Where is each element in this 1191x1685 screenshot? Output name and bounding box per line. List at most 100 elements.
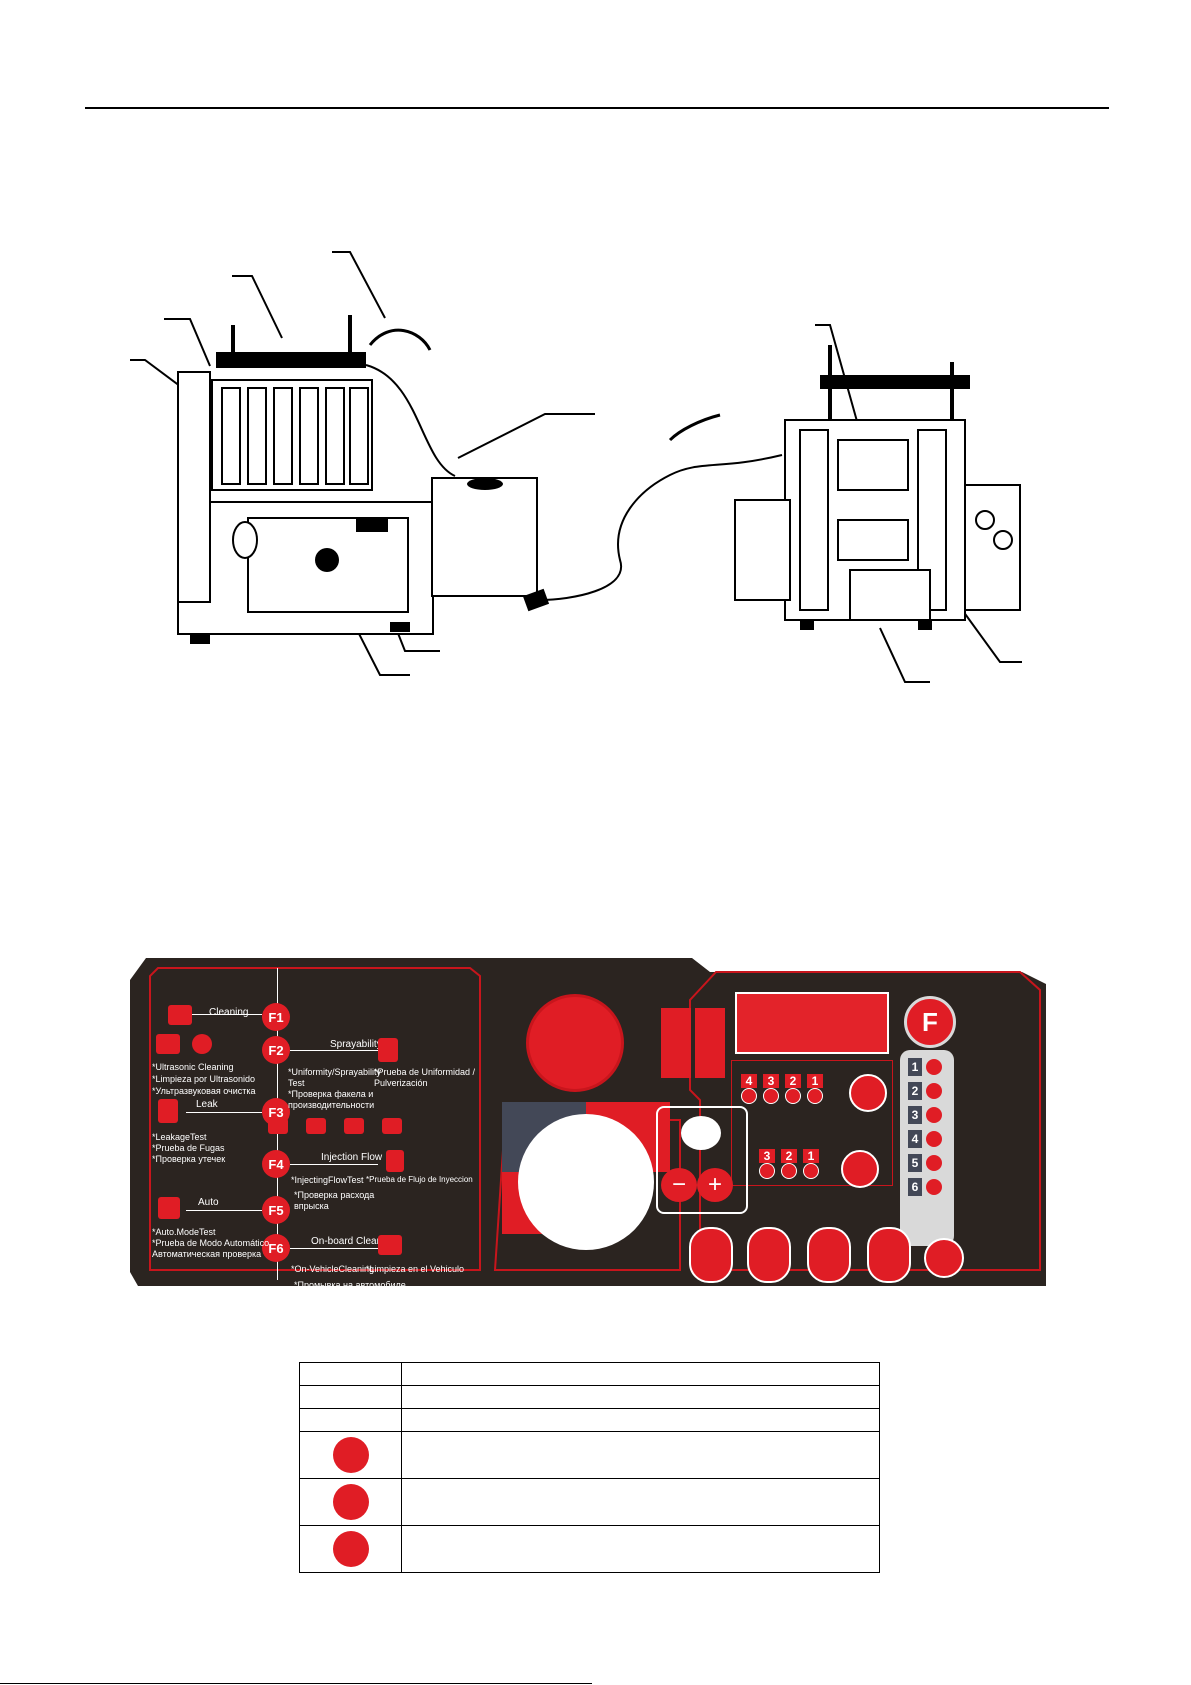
cylinder-num: 2 [908, 1082, 922, 1100]
injector-spray-button[interactable] [849, 1074, 887, 1112]
note-line: *Prueba de Fugas [152, 1143, 225, 1153]
note-line: *Проверка расхода [294, 1190, 375, 1200]
cylinder-4[interactable]: 4 [908, 1130, 942, 1148]
bottom-group-2[interactable]: 2 [781, 1149, 797, 1179]
center-dial[interactable] [518, 1114, 654, 1250]
f5-key-label: F5 [262, 1196, 290, 1224]
table-cell [401, 1362, 880, 1386]
drain-button[interactable] [689, 1227, 733, 1283]
cylinder-led [926, 1083, 942, 1099]
group-num: 1 [803, 1149, 819, 1163]
down-arrow-button[interactable] [695, 1008, 725, 1078]
note-line: впрыска [294, 1201, 329, 1211]
group-led [759, 1163, 775, 1179]
onvehicle-note-es: *Limpieza en el Vehiculo [366, 1264, 465, 1274]
up-arrow-button[interactable] [661, 1008, 691, 1078]
ultrasonic-notes: *Ultrasonic Cleaning *Limpieza por Ultra… [152, 1061, 256, 1097]
digital-display [735, 992, 889, 1054]
bottom-group-3[interactable]: 1 [803, 1149, 819, 1179]
cylinder-led [926, 1155, 942, 1171]
header-rule [85, 107, 1109, 109]
minus-button[interactable]: − [661, 1168, 697, 1202]
hand-button[interactable] [924, 1238, 964, 1278]
f5-connector [186, 1210, 262, 1211]
note-line: Pulverización [374, 1078, 428, 1088]
lamp-button[interactable] [747, 1227, 791, 1283]
play-stop-button[interactable] [867, 1227, 911, 1283]
group-num: 2 [785, 1074, 801, 1088]
group-led [807, 1088, 823, 1104]
f6-key-label: F6 [262, 1234, 290, 1262]
top-group-2[interactable]: 3 [763, 1074, 779, 1104]
uniformity-notes-es: *Prueba de Uniformidad / Pulverización [374, 1067, 475, 1089]
uniformity-notes: *Uniformity/Sprayability Test *Проверка … [288, 1067, 381, 1111]
cycle-button[interactable] [841, 1150, 879, 1188]
note-line: Автоматическая проверка [152, 1249, 262, 1259]
table-cell [401, 1478, 880, 1526]
plus-button[interactable]: + [697, 1168, 733, 1202]
f2-button[interactable]: F2 [262, 1036, 290, 1064]
bottom-group-1[interactable]: 3 [759, 1149, 775, 1179]
gear-button[interactable] [807, 1227, 851, 1283]
f5-button[interactable]: F5 [262, 1196, 290, 1224]
cylinder-5[interactable]: 5 [908, 1154, 942, 1172]
note-line: *Limpieza por Ultrasonido [152, 1074, 256, 1084]
top-group-1[interactable]: 4 [741, 1074, 757, 1104]
cylinder-3[interactable]: 3 [908, 1106, 942, 1124]
note-line: *Ультразвуковая очистка [152, 1086, 256, 1096]
leakage-notes: *LeakageTest *Prueba de Fugas *Проверка … [152, 1132, 225, 1165]
group-led [803, 1163, 819, 1179]
machine-rear-view [522, 324, 1022, 683]
f4-connector [290, 1164, 378, 1165]
note-line: *Prueba de Uniformidad / [374, 1067, 476, 1077]
table-row [299, 1408, 880, 1432]
cylinder-num: 6 [908, 1178, 922, 1196]
spray-icon [332, 1484, 369, 1520]
table-row [299, 1385, 880, 1409]
table-cell [299, 1408, 402, 1432]
f6-button[interactable]: F6 [262, 1234, 290, 1262]
table-row [299, 1362, 880, 1386]
note-line: *Ultrasonic Cleaning [152, 1062, 234, 1072]
top-group-buttons: 4 3 2 1 [741, 1074, 823, 1104]
spray-icon [332, 1531, 369, 1567]
f1-connector [192, 1014, 262, 1015]
bottom-group-buttons: 3 2 1 [759, 1149, 819, 1179]
table-row [299, 1525, 880, 1573]
cylinder-2[interactable]: 2 [908, 1082, 942, 1100]
top-group-3[interactable]: 2 [785, 1074, 801, 1104]
gear-icon [192, 1034, 212, 1054]
table-cell [401, 1408, 880, 1432]
f1-button[interactable]: F1 [262, 1003, 290, 1031]
cylinder-6[interactable]: 6 [908, 1178, 942, 1196]
spray-icon [378, 1038, 398, 1062]
group-num: 2 [781, 1149, 797, 1163]
group-num: 3 [759, 1149, 775, 1163]
cylinder-num: 5 [908, 1154, 922, 1172]
table-cell [401, 1385, 880, 1409]
panel-content: F1 F2 F3 F4 F5 F6 Cleaning Sprayability … [126, 954, 1052, 1296]
f-badge: F [904, 996, 956, 1048]
temp-icon-3 [344, 1118, 364, 1134]
f4-label: Injection Flow [321, 1152, 383, 1163]
flow-icon [386, 1150, 404, 1172]
onvehicle-note-ru: *Промывка на автомобиле [294, 1280, 406, 1290]
legend-table [299, 1362, 880, 1573]
cylinder-led [926, 1059, 942, 1075]
note-line: *Prueba de Modo Automático [152, 1238, 270, 1248]
leak-icon [158, 1099, 178, 1123]
top-group-4[interactable]: 1 [807, 1074, 823, 1104]
onboard-icon [378, 1235, 402, 1255]
injecting-note: *InjectingFlowTest [291, 1175, 364, 1185]
note-line: Test [288, 1078, 305, 1088]
cylinder-1[interactable]: 1 [908, 1058, 942, 1076]
f4-button[interactable]: F4 [262, 1150, 290, 1178]
injecting-note-ru: *Проверка расхода впрыска [294, 1190, 374, 1212]
cylinder-led [926, 1179, 942, 1195]
group-num: 1 [807, 1074, 823, 1088]
auto-icon [158, 1197, 180, 1219]
table-row [299, 1431, 880, 1479]
f1-label: Cleaning [209, 1007, 249, 1018]
note-line: *Проверка факела и [288, 1089, 374, 1099]
cylinder-num: 4 [908, 1130, 922, 1148]
